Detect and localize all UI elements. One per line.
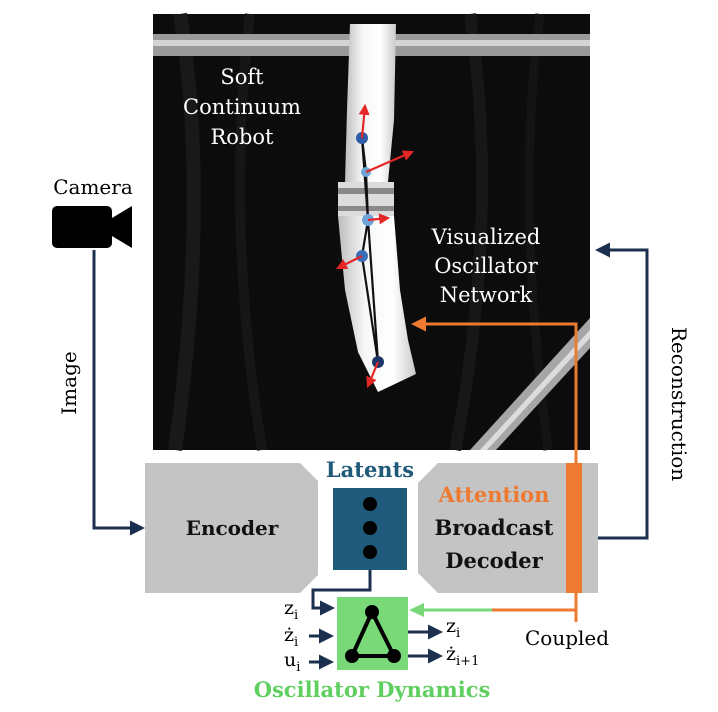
broadcast-label: Broadcast xyxy=(434,515,553,540)
latent-dots xyxy=(363,497,377,559)
dynamics-output-arrows xyxy=(408,624,443,664)
robot-lower-segment xyxy=(338,216,416,392)
camera-icon xyxy=(52,206,132,248)
network-label-line1: Visualized xyxy=(431,225,541,249)
velocity-arrows xyxy=(336,103,415,389)
output-zdot: żi+1 xyxy=(446,643,479,669)
coupled-label: Coupled xyxy=(525,626,609,650)
robot-label-line1: Soft xyxy=(220,65,264,89)
oscillator-graph-icon xyxy=(345,605,401,663)
diagonal-rail xyxy=(470,318,590,450)
latents-to-dynamics-arrow xyxy=(311,570,372,616)
robot-label-line2: Continuum xyxy=(183,95,301,119)
image-arrow xyxy=(92,250,145,536)
decoder-block xyxy=(418,463,598,593)
coupled-arrowhead xyxy=(409,603,424,617)
encoder-block xyxy=(145,463,318,593)
decoder-label: Decoder xyxy=(445,548,543,573)
oscillator-links xyxy=(360,137,380,363)
input-u: ui xyxy=(284,649,300,675)
robot-photo: Soft Continuum Robot Visualized Oscillat… xyxy=(153,12,590,452)
robot-upper-segment xyxy=(345,24,396,182)
robot-label-line3: Robot xyxy=(211,125,275,149)
attention-to-network-arrow xyxy=(411,316,578,463)
reconstruction-arrow xyxy=(595,242,649,540)
output-z: zi xyxy=(446,615,460,641)
attention-bar xyxy=(566,463,582,593)
network-label-line2: Oscillator xyxy=(434,254,539,278)
image-label: Image xyxy=(57,351,81,414)
encoder-label: Encoder xyxy=(186,516,279,540)
dynamics-input-arrows xyxy=(309,628,334,670)
attention-label: Attention xyxy=(438,482,550,507)
input-zdot: żi xyxy=(284,624,298,650)
input-z: zi xyxy=(284,597,298,623)
reconstruction-label: Reconstruction xyxy=(667,327,691,481)
network-label-line3: Network xyxy=(440,283,533,307)
oscillator-dynamics-label: Oscillator Dynamics xyxy=(254,677,491,702)
camera-label: Camera xyxy=(53,175,133,199)
latents-label: Latents xyxy=(326,457,414,482)
